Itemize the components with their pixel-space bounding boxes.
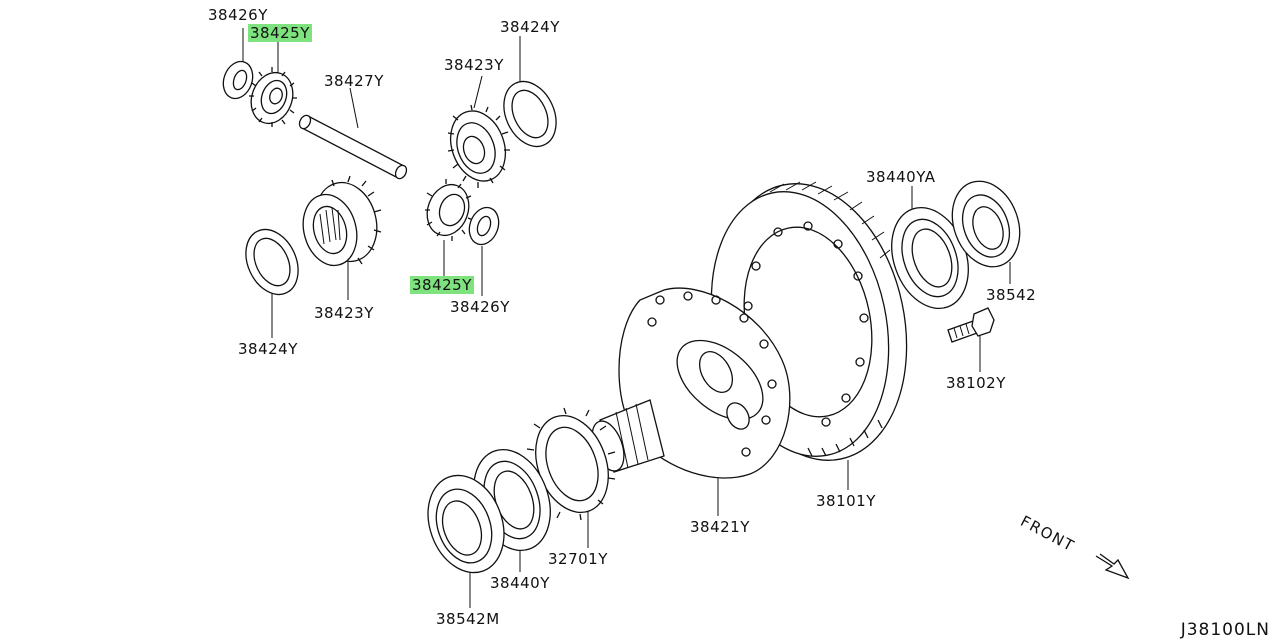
label-38425y-bottom-highlight[interactable]: 38425Y <box>410 276 474 294</box>
label-38542m[interactable]: 38542M <box>436 610 500 628</box>
side-gear-38423y-bottom <box>302 175 382 267</box>
label-38542[interactable]: 38542 <box>986 286 1037 304</box>
label-38425y-bottom[interactable]: 38425Y <box>410 276 474 294</box>
label-38423y-top[interactable]: 38423Y <box>444 56 504 74</box>
drive-gear-32701y <box>526 407 616 521</box>
side-gear-38423y-top <box>447 104 510 188</box>
label-38102y[interactable]: 38102Y <box>946 374 1006 392</box>
diagram-id: J38100LN <box>1180 620 1270 640</box>
label-38425y-top-highlight[interactable]: 38425Y <box>248 24 312 42</box>
pinion-shaft-38427y <box>298 114 408 180</box>
washer-38426y-bottom <box>468 206 500 246</box>
leader-lines <box>242 28 1011 608</box>
oil-seal-38542 <box>951 180 1021 268</box>
bolt-38102y <box>947 307 995 343</box>
label-38426y-bottom[interactable]: 38426Y <box>450 298 510 316</box>
label-38424y-top[interactable]: 38424Y <box>500 18 560 36</box>
ring-gear-bolt-holes <box>743 221 869 427</box>
label-38440ya[interactable]: 38440YA <box>866 168 936 186</box>
thrust-washer-38424y-bottom <box>245 228 299 296</box>
label-38101y[interactable]: 38101Y <box>816 492 876 510</box>
label-38440y[interactable]: 38440Y <box>490 574 550 592</box>
pinion-gear-38425y-top <box>249 67 297 127</box>
label-38425y-top[interactable]: 38425Y <box>248 24 312 42</box>
label-32701y[interactable]: 32701Y <box>548 550 608 568</box>
label-38426y-top[interactable]: 38426Y <box>208 6 268 24</box>
label-38421y[interactable]: 38421Y <box>690 518 750 536</box>
washer-38426y-top <box>222 60 254 100</box>
thrust-washer-38424y-top <box>503 80 557 148</box>
oil-seal-38542m <box>427 474 505 574</box>
label-38423y-bottom[interactable]: 38423Y <box>314 304 374 322</box>
pinion-gear-38425y-bottom <box>425 179 474 241</box>
label-38424y-bottom[interactable]: 38424Y <box>238 340 298 358</box>
front-arrow-icon <box>1095 553 1130 580</box>
label-38427y[interactable]: 38427Y <box>324 72 384 90</box>
